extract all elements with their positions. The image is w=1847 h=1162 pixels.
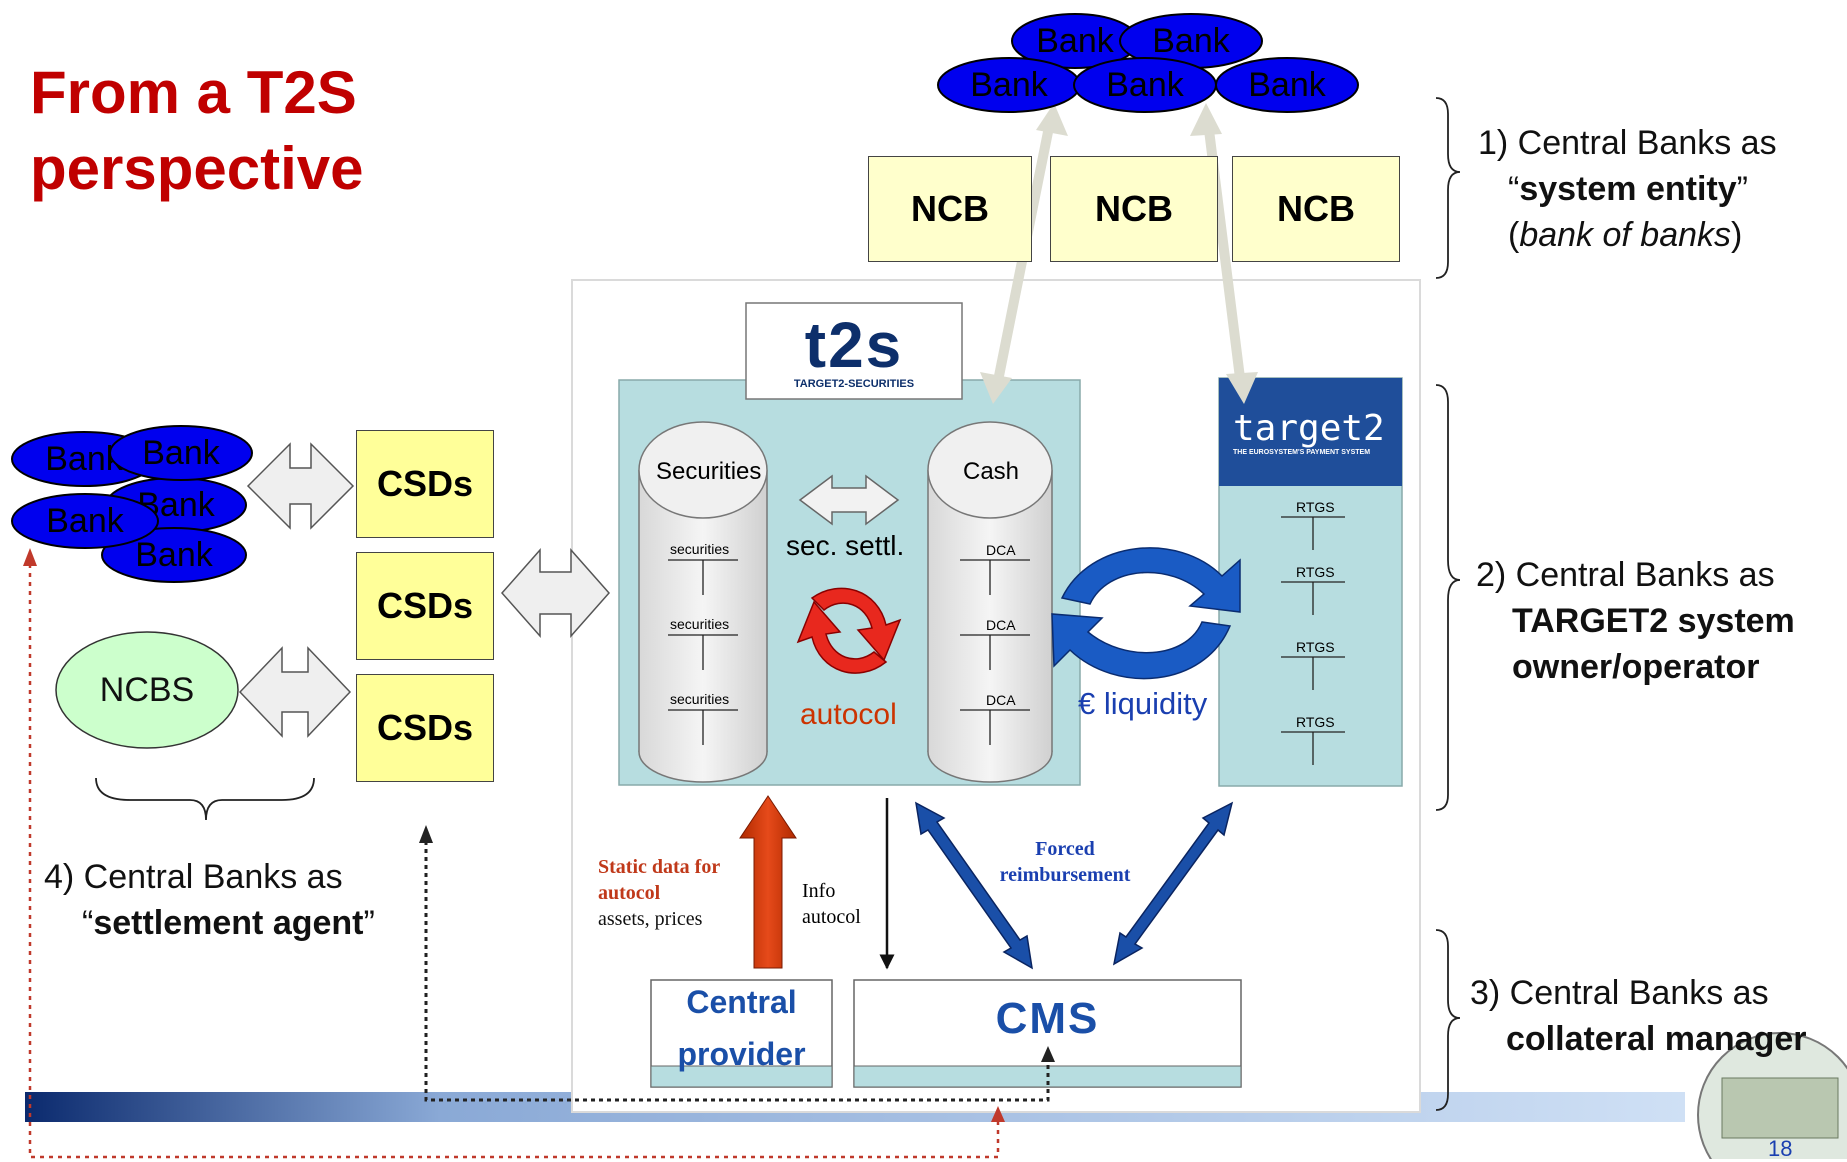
- autocol-cycle-icon: [796, 587, 902, 674]
- target2-logo-bg: [1219, 378, 1402, 486]
- cash-title: Cash: [963, 458, 1020, 485]
- left-bank-5: Bank: [108, 424, 254, 482]
- top-bank-1: Bank: [1010, 12, 1140, 70]
- banks-csd-arrow: [246, 442, 355, 530]
- rtgs-row-4: RTGS: [1296, 714, 1335, 730]
- securities-title: Securities: [656, 458, 762, 485]
- rtgs-row-3: RTGS: [1296, 639, 1335, 655]
- rtgs-row-1: RTGS: [1296, 499, 1335, 515]
- role-1-label: 1) Central Banks as “system entity” (ban…: [1478, 124, 1777, 254]
- rtgs-t-accounts: [1281, 516, 1345, 765]
- ncbs-ellipse: NCBS: [54, 630, 240, 750]
- left-bank-2: Bank: [104, 476, 248, 534]
- central-provider-label: Central provider: [677, 984, 806, 1072]
- forced-reimbursement-label: Forced reimbursement: [999, 838, 1131, 886]
- slide-title-line2: perspective: [30, 135, 364, 202]
- ncb-box-1: NCB: [868, 156, 1032, 262]
- top-bank-5: Bank: [1214, 56, 1360, 114]
- arrowhead-a2: [980, 372, 1012, 404]
- banks-cms-red-dotted-link: [28, 555, 1000, 1159]
- securities-row-2: securities: [670, 616, 730, 632]
- csd-box-1: CSDs: [356, 430, 494, 538]
- securities-row-1: securities: [670, 541, 730, 557]
- top-bank-4: Bank: [1072, 56, 1218, 114]
- arrowhead-a1: [1036, 103, 1068, 136]
- static-data-arrow: [739, 795, 797, 969]
- left-bank-4: Bank: [10, 492, 160, 550]
- securities-cylinder: [638, 421, 768, 783]
- arrowhead-b2: [1226, 372, 1258, 404]
- cash-row-1: DCA: [986, 542, 1016, 558]
- csd-box-3: CSDs: [356, 674, 494, 782]
- dotted-head-up-csd: [419, 825, 433, 843]
- forced-reimbursement-arrows: [915, 801, 1234, 970]
- role-4-label: 4) Central Banks as “settlement agent”: [44, 858, 375, 942]
- cash-row-2: DCA: [986, 617, 1016, 633]
- emblem-building: [1721, 1077, 1839, 1139]
- cms-label: CMS: [995, 994, 1100, 1043]
- cash-row-3: DCA: [986, 692, 1016, 708]
- cash-cylinder: [927, 421, 1053, 783]
- csd-box-2: CSDs: [356, 552, 494, 660]
- red-dotted-head-banks: [23, 548, 37, 566]
- info-autocol-label: Info autocol: [802, 880, 861, 928]
- slide-title-line1: From a T2S: [30, 59, 357, 126]
- liquidity-cycle-icon: [1051, 547, 1241, 680]
- securities-row-3: securities: [670, 691, 730, 707]
- ncb-box-2: NCB: [1050, 156, 1218, 262]
- sec-settl-arrow: [798, 474, 900, 526]
- sec-settl-label: sec. settl.: [786, 530, 905, 561]
- static-data-label: Static data for autocol assets, prices: [598, 856, 721, 930]
- brace-role2: [1435, 384, 1461, 811]
- securities-t-accounts: [668, 559, 738, 745]
- csd-t2s-arrow: [500, 548, 611, 638]
- page-number: 18: [1768, 1136, 1793, 1161]
- central-provider-strip: [650, 1065, 833, 1088]
- autocol-label: autocol: [800, 698, 897, 731]
- role-3-label: 3) Central Banks as collateral manager: [1470, 974, 1807, 1058]
- left-bank-3: Bank: [100, 526, 248, 584]
- top-bank-3: Bank: [936, 56, 1082, 114]
- liquidity-label: € liquidity: [1078, 686, 1208, 721]
- role-2-label: 2) Central Banks as TARGET2 system owner…: [1476, 556, 1795, 686]
- dotted-head-up-cms: [1041, 1046, 1055, 1062]
- ncb-box-3: NCB: [1232, 156, 1400, 262]
- ncbs-csd-arrow: [238, 646, 352, 738]
- brace-role3: [1435, 929, 1461, 1111]
- t2s-logo: t2s TARGET2-SECURITIES: [793, 309, 915, 390]
- t2s-logo-box: [745, 302, 963, 400]
- rtgs-row-2: RTGS: [1296, 564, 1335, 580]
- target2-logo: target2 THE EUROSYSTEM'S PAYMENT SYSTEM: [1233, 408, 1385, 456]
- csd-cms-dotted-link: [424, 833, 1050, 1102]
- red-dotted-head-cms: [991, 1106, 1005, 1122]
- arrowhead-b1: [1190, 103, 1222, 136]
- brace-role1: [1435, 97, 1461, 279]
- ncbs-brace: [95, 777, 315, 821]
- slide-title: From a T2S perspective: [30, 55, 364, 207]
- cash-t-accounts: [960, 559, 1030, 745]
